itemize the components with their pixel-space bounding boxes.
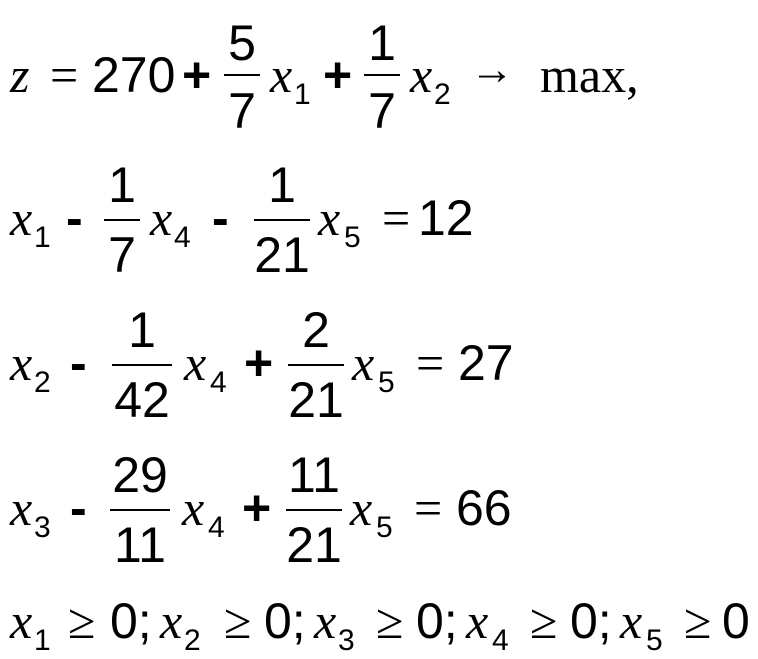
- constraint-frac2-num: 1: [268, 157, 296, 213]
- objective-frac2-num: 1: [368, 15, 396, 71]
- constraint-frac2-den: 21: [254, 227, 310, 283]
- objective-frac2-bar: [364, 74, 400, 76]
- constraint-sub2: 5: [378, 366, 395, 399]
- constraint-sub2: 5: [344, 221, 361, 254]
- nonneg-var: x: [466, 593, 489, 649]
- constraint-rhs: 66: [456, 480, 512, 536]
- objective-sub2: 2: [434, 78, 451, 111]
- constraint-op-1: -: [66, 190, 83, 246]
- constraint-var2: x: [352, 335, 375, 391]
- constraint-var2: x: [318, 190, 341, 246]
- objective-frac2-den: 7: [368, 83, 396, 139]
- objective-goal: max,: [540, 47, 639, 103]
- objective-plus-1: +: [182, 47, 212, 103]
- constraint-base-sub: 1: [34, 221, 51, 254]
- nonneg-sub: 3: [338, 624, 355, 657]
- objective-frac1-bar: [224, 74, 260, 76]
- nonneg-var: x: [10, 593, 33, 649]
- arrow-icon: →: [470, 45, 514, 94]
- constraint-frac1-den: 7: [108, 227, 136, 283]
- constraint-base-var: x: [10, 335, 33, 391]
- constraint-frac1-bar: [104, 219, 140, 221]
- nonneg-sub: 5: [646, 624, 663, 657]
- constraint-op-1: -: [70, 480, 87, 536]
- constraint-frac2-bar: [288, 364, 344, 366]
- constraint-frac2-num: 2: [302, 302, 330, 358]
- constraint-var1: x: [184, 335, 207, 391]
- constraint-var2: x: [350, 480, 373, 536]
- constraint-frac1-num: 29: [112, 447, 168, 503]
- objective-var1: x: [270, 47, 293, 103]
- constraint-sub2: 5: [376, 511, 393, 544]
- constraint-sub1: 4: [208, 511, 225, 544]
- constraint-sub1: 4: [174, 221, 191, 254]
- nonneg-value: 0;: [264, 593, 306, 649]
- nonneg-relation: ≥: [68, 593, 96, 649]
- nonneg-relation: ≥: [684, 593, 712, 649]
- constraint-frac1-num: 1: [108, 157, 136, 213]
- objective-frac1-num: 5: [228, 15, 256, 71]
- constraint-rhs: 27: [458, 335, 514, 391]
- nonneg-var: x: [620, 593, 643, 649]
- constraint-base-var: x: [10, 480, 33, 536]
- constraint-op-2: -: [212, 190, 229, 246]
- constraint-base-sub: 3: [34, 511, 51, 544]
- nonneg-value: 0;: [110, 593, 152, 649]
- constraint-equals: =: [382, 190, 411, 246]
- constraint-var1: x: [182, 480, 205, 536]
- constraint-frac1-den: 11: [114, 517, 166, 573]
- constraint-op-1: -: [70, 335, 87, 391]
- constraint-frac2-num: 11: [288, 447, 340, 503]
- nonneg-value: 0;: [570, 593, 612, 649]
- constraint-equals: =: [414, 480, 443, 536]
- constraint-frac2-bar: [286, 509, 342, 511]
- nonneg-relation: ≥: [376, 593, 404, 649]
- nonneg-relation: ≥: [224, 593, 252, 649]
- constraint-frac1-den: 42: [114, 372, 170, 428]
- objective-sub1: 1: [294, 78, 311, 111]
- constraint-rhs: 12: [418, 190, 474, 246]
- objective-var2: x: [410, 47, 433, 103]
- constraint-frac1-bar: [112, 364, 172, 366]
- nonneg-var: x: [160, 593, 183, 649]
- constraint-var1: x: [150, 190, 173, 246]
- constraint-base-var: x: [10, 190, 33, 246]
- nonneg-value: 0;: [416, 593, 458, 649]
- nonneg-relation: ≥: [530, 593, 558, 649]
- constraint-frac1-bar: [110, 509, 170, 511]
- nonneg-var: x: [314, 593, 337, 649]
- constraint-op-2: +: [242, 480, 272, 536]
- objective-constant: 270: [92, 47, 176, 103]
- nonneg-sub: 1: [34, 624, 51, 657]
- constraint-equals: =: [416, 335, 445, 391]
- constraint-frac2-den: 21: [288, 372, 344, 428]
- constraint-op-2: +: [244, 335, 274, 391]
- constraint-base-sub: 2: [34, 366, 51, 399]
- nonneg-sub: 4: [492, 624, 509, 657]
- nonneg-sub: 2: [184, 624, 201, 657]
- objective-equals: =: [50, 47, 79, 103]
- objective-frac1-den: 7: [228, 83, 256, 139]
- objective-lhs: z: [10, 47, 30, 103]
- constraint-frac1-num: 1: [128, 302, 156, 358]
- constraint-sub1: 4: [210, 366, 227, 399]
- constraint-frac2-den: 21: [286, 517, 342, 573]
- nonneg-value: 0: [722, 593, 750, 649]
- objective-plus-2: +: [323, 47, 353, 103]
- constraint-frac2-bar: [254, 219, 310, 221]
